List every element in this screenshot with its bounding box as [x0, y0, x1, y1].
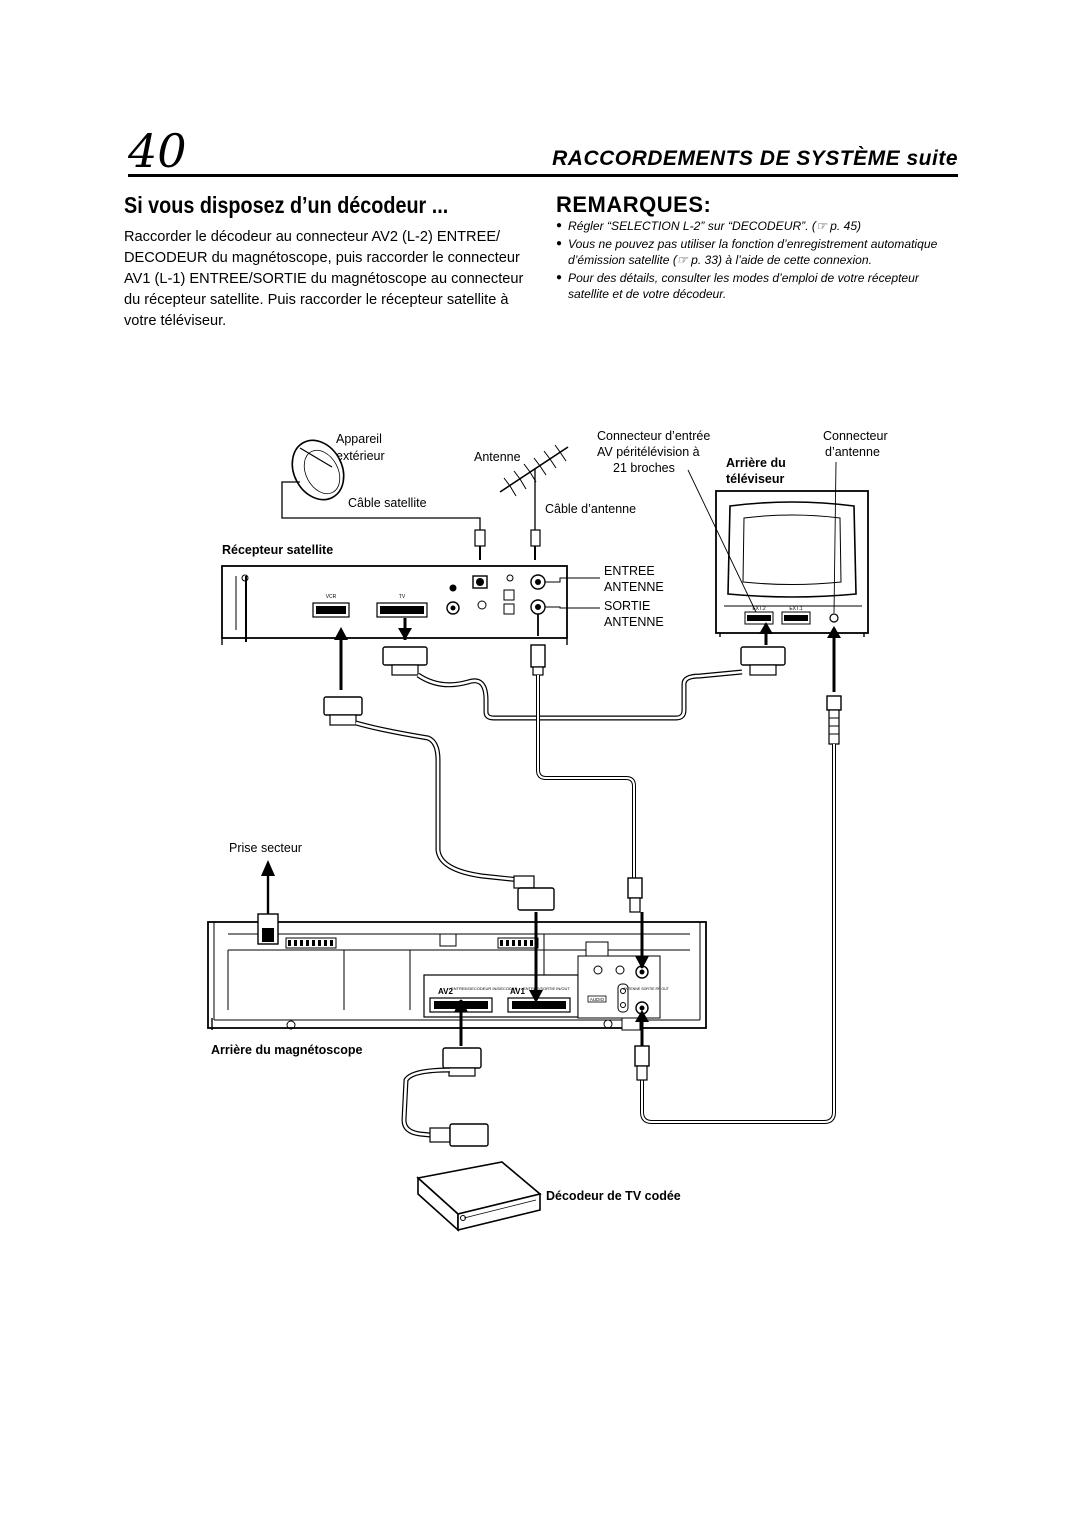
tv-decoder-box — [416, 1161, 542, 1232]
audio-label: AUDIO — [590, 997, 605, 1002]
arrow-vcr-av1 — [529, 912, 543, 1003]
label-conn-antenne-2: d’antenne — [825, 445, 880, 459]
arrow-tv-antenna — [827, 626, 841, 692]
label-appareil: Appareil — [336, 432, 382, 446]
arrow-vcr-av2 — [454, 999, 468, 1046]
label-recepteur: Récepteur satellite — [222, 543, 334, 557]
satellite-receiver: VCR TV — [221, 565, 568, 645]
header-rule — [128, 174, 958, 177]
satellite-dish-icon — [291, 439, 345, 501]
header-suffix: suite — [906, 147, 958, 170]
vcr-port-label: VCR — [326, 594, 337, 600]
section-body: Raccorder le décodeur au connecteur AV2 … — [124, 229, 524, 329]
section-title: Si vous disposez d’un décodeur ... — [124, 192, 449, 218]
scart-plug — [382, 646, 428, 676]
ext1-label: EXT.1 — [789, 606, 803, 612]
label-cable-antenne: Câble d’antenne — [545, 502, 637, 516]
ext2-label: EXT.2 — [752, 606, 766, 612]
label-arriere-tv-1: Arrière du — [726, 456, 786, 470]
label-conn-entree-1: Connecteur d’entrée — [597, 429, 711, 443]
av1-label: AV1 — [510, 987, 526, 996]
arrow-vcr-antenna-in — [635, 912, 649, 969]
label-exterieur: extérieur — [336, 449, 385, 463]
remark-item: Vous ne pouvez pas utiliser la fonction … — [556, 236, 956, 268]
av2-sub-label: ENTREE/DECODEUR IN/DECODER — [451, 986, 518, 991]
label-antenne-entree: ANTENNE — [604, 580, 664, 594]
label-conn-entree-2: AV péritélévision à — [597, 445, 700, 459]
label-arriere-vcr: Arrière du magnétoscope — [211, 1043, 363, 1057]
running-header: RACCORDEMENTS DE SYSTÈME suite — [552, 147, 958, 171]
label-antenne: Antenne — [474, 450, 521, 464]
remark-item: Pour des détails, consulter les modes d’… — [556, 270, 956, 302]
scart-plug — [323, 696, 363, 726]
label-cable-satellite: Câble satellite — [348, 496, 427, 510]
arrow-receiver-tv — [398, 618, 412, 640]
vcr-rear-panel: AV2 ENTREE/DECODEUR IN/DECODER AV1 ENTRE… — [207, 913, 707, 1031]
scart-plug — [429, 1123, 489, 1147]
arrow-tv-ext — [759, 622, 773, 645]
label-antenne-sortie: ANTENNE — [604, 615, 664, 629]
scart-plug — [513, 875, 555, 911]
label-entree: ENTREE — [604, 564, 655, 578]
label-decodeur: Décodeur de TV codée — [546, 1189, 681, 1203]
scart-plug — [740, 646, 786, 676]
remark-item: Régler “SELECTION L-2” sur “DECODEUR”. (… — [556, 218, 956, 234]
label-arriere-tv-2: téléviseur — [726, 472, 785, 486]
arrow-power — [261, 860, 275, 914]
av2-label: AV2 — [438, 987, 454, 996]
label-conn-antenne-1: Connecteur — [823, 429, 888, 443]
label-prise-secteur: Prise secteur — [229, 841, 302, 855]
arrow-vcr-antenna-out — [635, 1010, 649, 1046]
remarks-list: Régler “SELECTION L-2” sur “DECODEUR”. (… — [556, 218, 956, 304]
header-title: RACCORDEMENTS DE SYSTÈME — [552, 147, 901, 170]
label-conn-entree-3: 21 broches — [613, 461, 675, 475]
page-number: 40 — [128, 124, 187, 178]
tv-port-label: TV — [399, 594, 406, 600]
antenna-out-label: ANTENNE SORTIE RF OUT — [623, 987, 670, 991]
antenna-icon — [499, 444, 569, 530]
television: EXT.2 EXT.1 — [715, 490, 869, 637]
arrow-receiver-vcr — [334, 627, 348, 690]
remarks-title: REMARQUES: — [556, 192, 712, 217]
av1-sub-label: ENTREE/SORTIE IN/OUT — [523, 986, 570, 991]
label-sortie: SORTIE — [604, 599, 651, 613]
